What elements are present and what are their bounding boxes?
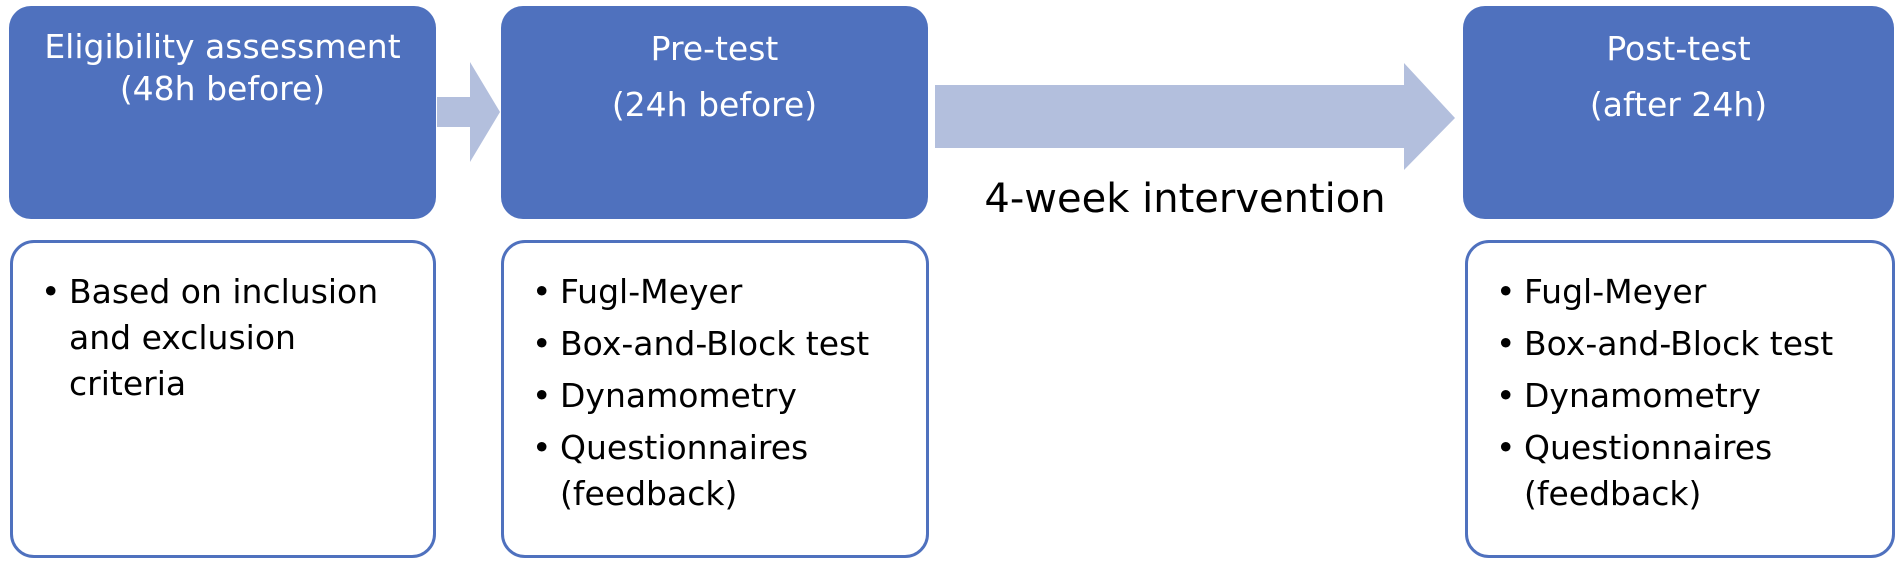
arrow-pretest-to-posttest	[935, 63, 1455, 170]
list-item: • Questionnaires (feedback)	[1494, 425, 1882, 517]
list-item-text: Fugl-Meyer	[560, 272, 743, 311]
list-item: • Fugl-Meyer	[530, 269, 916, 315]
list-item-text: Based on inclusion and exclusion criteri…	[69, 272, 379, 403]
stage-title: Pre-test	[650, 29, 779, 68]
list-item: • Dynamometry	[1494, 373, 1882, 419]
list-item: • Box-and-Block test	[1494, 321, 1882, 367]
bullet: •	[532, 324, 552, 363]
list-item: • Questionnaires (feedback)	[530, 425, 916, 517]
measures-list: • Fugl-Meyer • Box-and-Block test • Dyna…	[1494, 269, 1882, 517]
bullet: •	[41, 272, 61, 311]
stage-timing: (after 24h)	[1589, 85, 1768, 124]
list-item-text: Fugl-Meyer	[1524, 272, 1707, 311]
measures-list: • Fugl-Meyer • Box-and-Block test • Dyna…	[530, 269, 916, 517]
bullet: •	[532, 376, 552, 415]
intervention-label: 4-week intervention	[984, 176, 1386, 222]
bullet: •	[1496, 428, 1516, 467]
list-item-text: Questionnaires (feedback)	[560, 428, 809, 513]
stage-timing: (24h before)	[611, 85, 818, 124]
stage-details-eligibility: • Based on inclusion and exclusion crite…	[10, 240, 436, 558]
list-item-text: Questionnaires (feedback)	[1524, 428, 1773, 513]
list-item: • Based on inclusion and exclusion crite…	[39, 269, 423, 407]
bullet: •	[1496, 376, 1516, 415]
stage-header-eligibility: Eligibility assessment (48h before)	[9, 6, 436, 219]
stage-details-posttest: • Fugl-Meyer • Box-and-Block test • Dyna…	[1465, 240, 1895, 558]
stage-title: Post-test	[1606, 29, 1751, 68]
bullet: •	[532, 272, 552, 311]
list-item: • Box-and-Block test	[530, 321, 916, 367]
criteria-list: • Based on inclusion and exclusion crite…	[39, 269, 423, 407]
list-item: • Dynamometry	[530, 373, 916, 419]
stage-details-pretest: • Fugl-Meyer • Box-and-Block test • Dyna…	[501, 240, 929, 558]
list-item-text: Box-and-Block test	[1524, 324, 1834, 363]
stage-header-pretest: Pre-test (24h before)	[501, 6, 928, 219]
stage-title: Eligibility assessment	[44, 27, 401, 66]
stage-header-posttest: Post-test (after 24h)	[1463, 6, 1894, 219]
bullet: •	[532, 428, 552, 467]
arrow-eligibility-to-pretest	[437, 62, 500, 162]
stage-timing: (48h before)	[119, 69, 326, 108]
bullet: •	[1496, 272, 1516, 311]
list-item-text: Dynamometry	[1524, 376, 1761, 415]
list-item-text: Box-and-Block test	[560, 324, 870, 363]
list-item-text: Dynamometry	[560, 376, 797, 415]
list-item: • Fugl-Meyer	[1494, 269, 1882, 315]
bullet: •	[1496, 324, 1516, 363]
